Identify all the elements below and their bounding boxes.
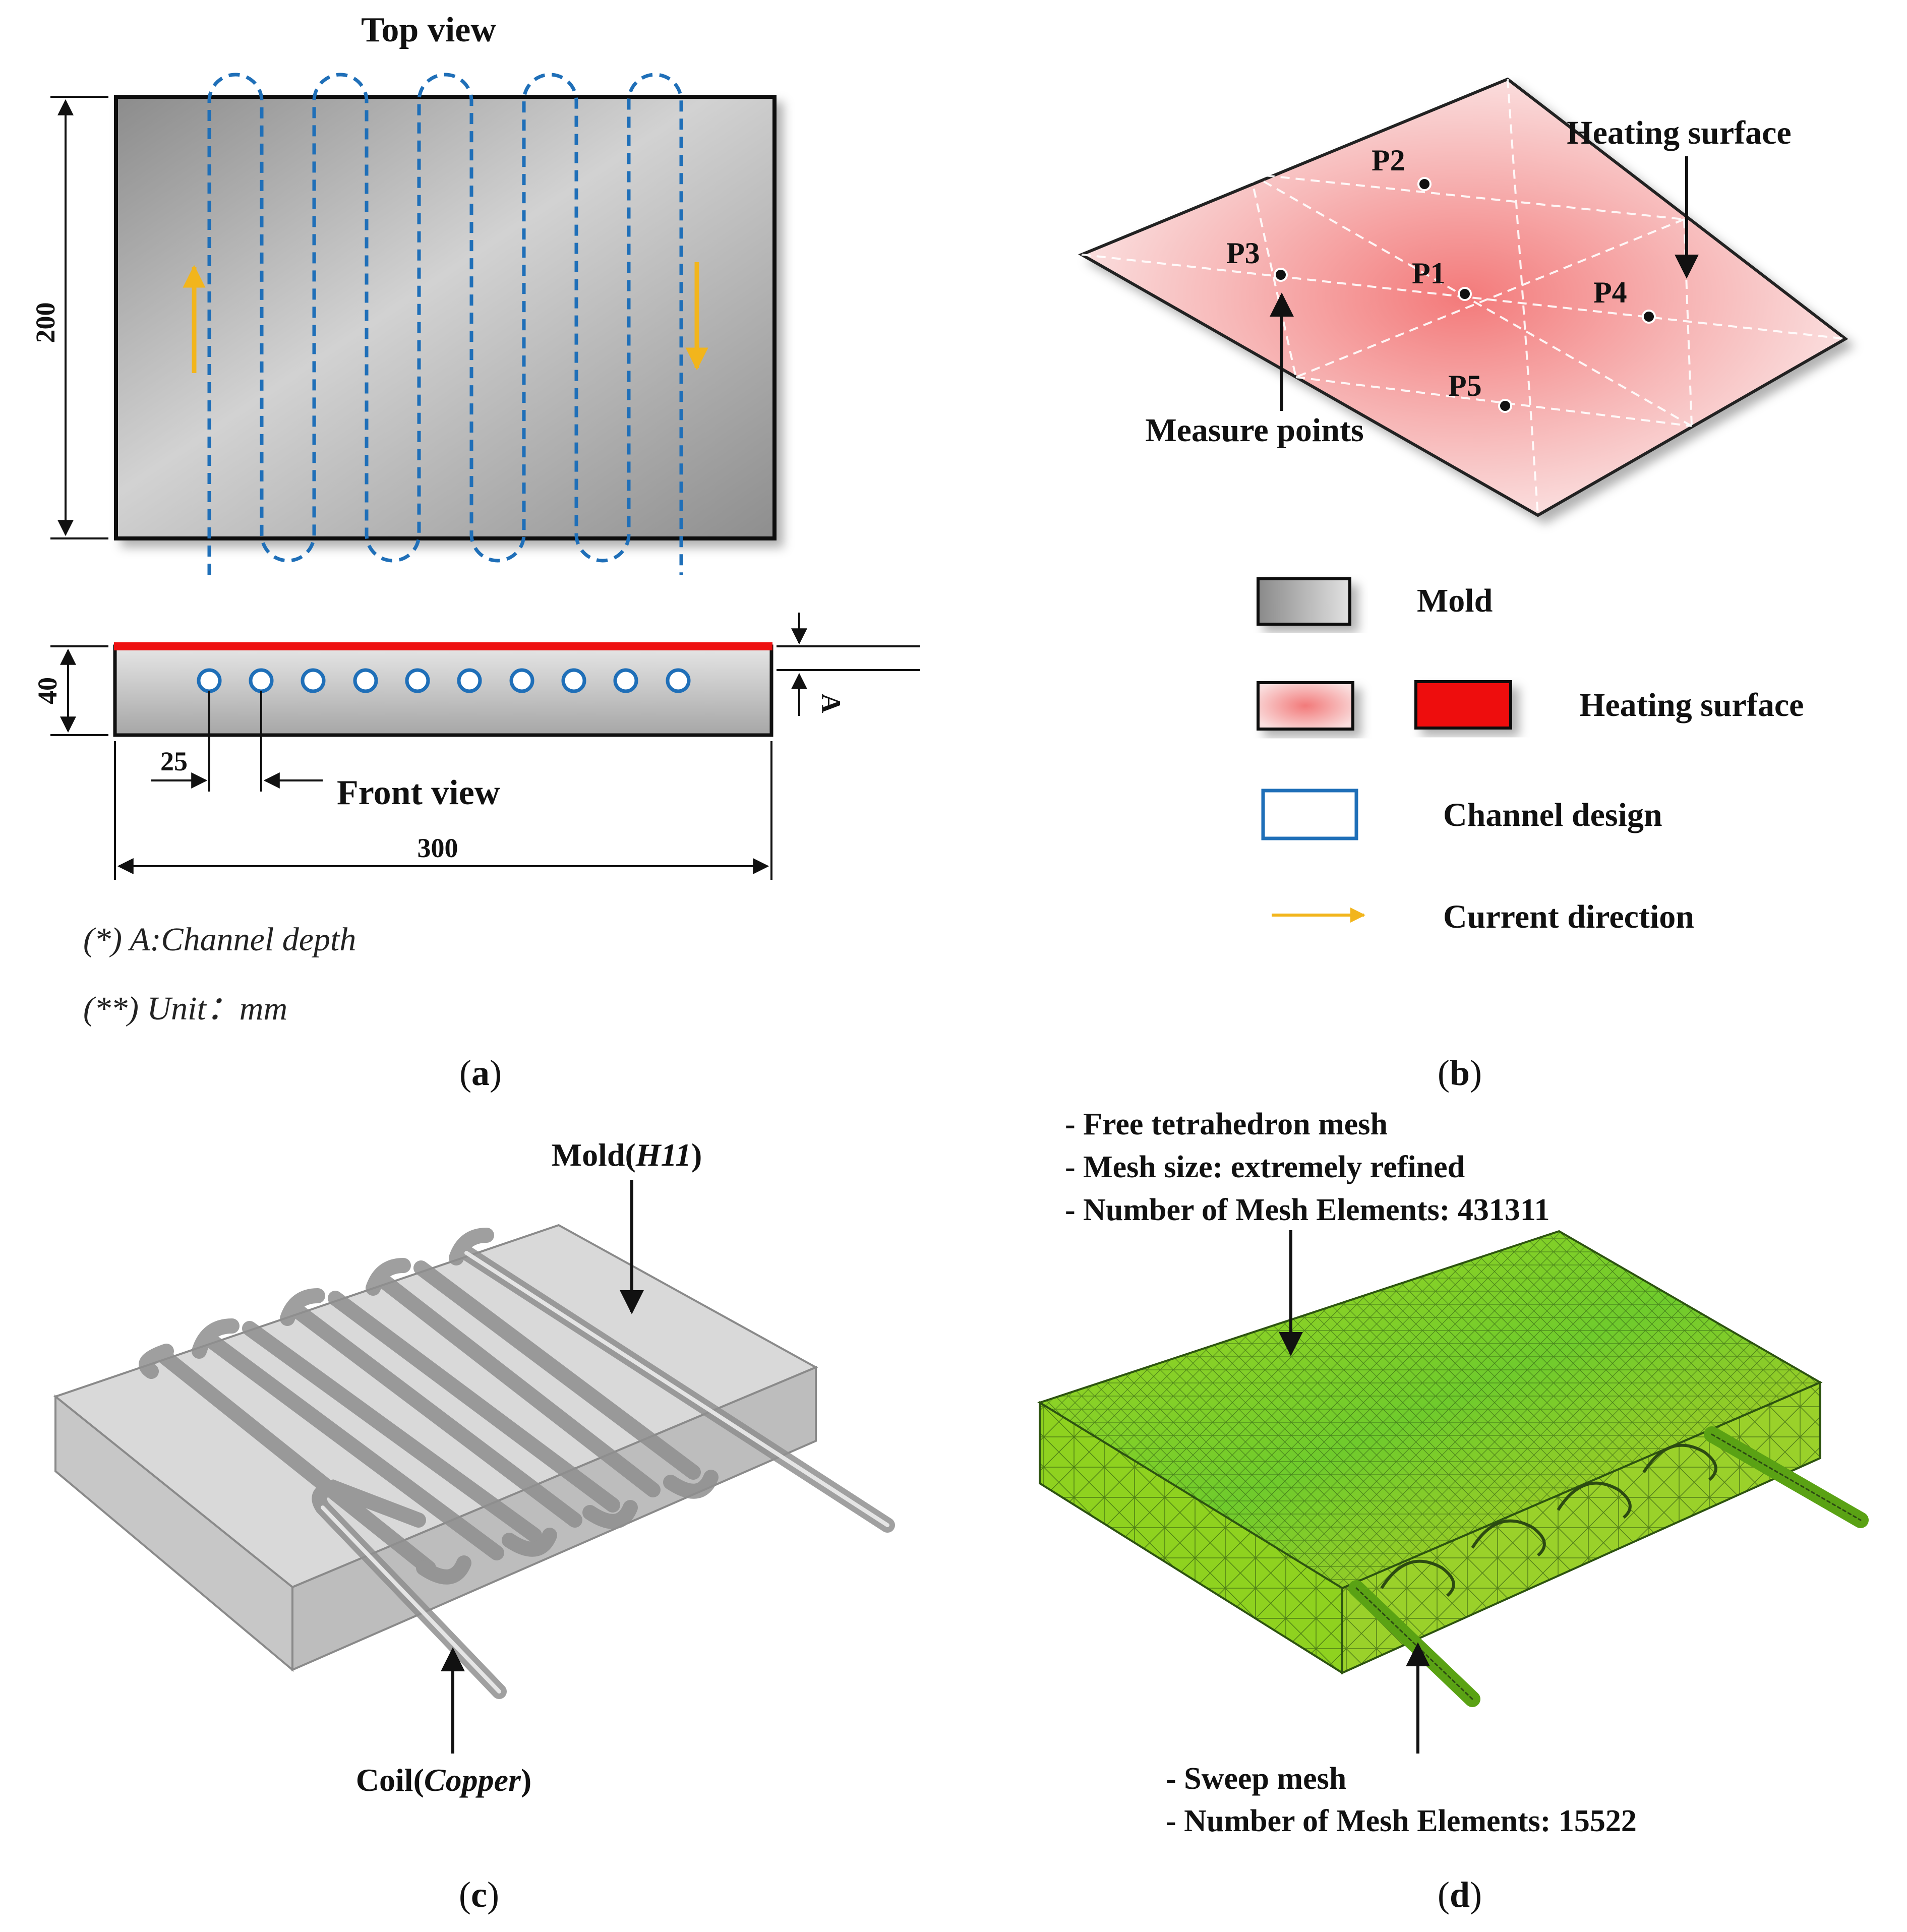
point-label-p1: P1 [1412,257,1446,290]
legend-heating-label: Heating surface [1579,687,1804,723]
measure-point-markers [1274,177,1656,413]
sweep-info-line-2: - Number of Mesh Elements: 15522 [1166,1804,1637,1838]
caption-d: (d) [1438,1875,1482,1915]
dim-thickness-label: 40 [32,677,63,704]
mesh-info-line-2: - Mesh size: extremely refined [1065,1150,1465,1184]
legend-heating-gradient-swatch [1257,681,1354,731]
legend-current-label: Current direction [1443,898,1694,935]
note-channel-depth: (*) A:Channel depth [83,921,356,958]
panel-a: Top view 200 [30,11,920,1093]
mesh-block-3d [1037,1230,1823,1675]
legend-mold-swatch [1257,577,1351,626]
mesh-info-line-1: - Free tetrahedron mesh [1065,1107,1388,1141]
mold-label: Mold(H11) [552,1137,702,1173]
point-label-p2: P2 [1372,144,1405,177]
dim-depth-label: A [816,694,846,713]
caption-a: (a) [459,1053,502,1093]
legend-heating-solid-swatch [1414,680,1512,730]
panel-b: P1 P2 P3 P4 P5 Heating surface Measure p… [1078,77,1849,1093]
measure-points-label: Measure points [1145,412,1363,449]
top-view-title: Top view [361,11,496,49]
mesh-info-line-3: - Number of Mesh Elements: 431311 [1065,1193,1550,1227]
point-label-p3: P3 [1226,236,1260,270]
measurement-guide-lines [1081,79,1846,516]
point-label-p5: P5 [1448,369,1482,402]
note-unit: (**) Unit：mm [83,990,287,1027]
panel-c: Mold(H11) Coil(Copper) (c) [53,1137,895,1915]
dim-width-label: 300 [418,833,458,863]
legend-mold-label: Mold [1417,582,1493,619]
coil-label: Coil(Copper) [356,1762,531,1798]
heating-surface-label: Heating surface [1567,114,1791,151]
dimension-300: 300 [114,741,772,880]
point-label-p4: P4 [1593,276,1627,309]
front-view-title: Front view [337,773,500,812]
dim-height-label: 200 [30,303,61,343]
dimension-a: A [777,613,920,716]
dimension-25: 25 [151,691,323,792]
mesh-coil-loops [1380,1443,1717,1597]
legend-channel-swatch [1261,789,1358,840]
mold-box-3d [53,1224,818,1672]
dimension-40: 40 [32,645,108,736]
sweep-info-line-1: - Sweep mesh [1166,1762,1346,1796]
dim-pitch-label: 25 [160,746,188,776]
top-view-mold-plate [114,95,777,540]
panel-d: - Free tetrahedron mesh - Mesh size: ext… [1037,1107,1869,1915]
caption-c: (c) [459,1875,499,1915]
coil-tube-highlights [321,1251,889,1694]
legend-channel-label: Channel design [1443,797,1662,833]
front-view-mold [113,644,773,737]
top-view-channel-path [207,73,683,575]
dimension-200: 200 [30,96,108,539]
legend: Mold Heating surface Channel design Curr… [1257,577,1804,935]
caption-b: (b) [1438,1053,1482,1093]
